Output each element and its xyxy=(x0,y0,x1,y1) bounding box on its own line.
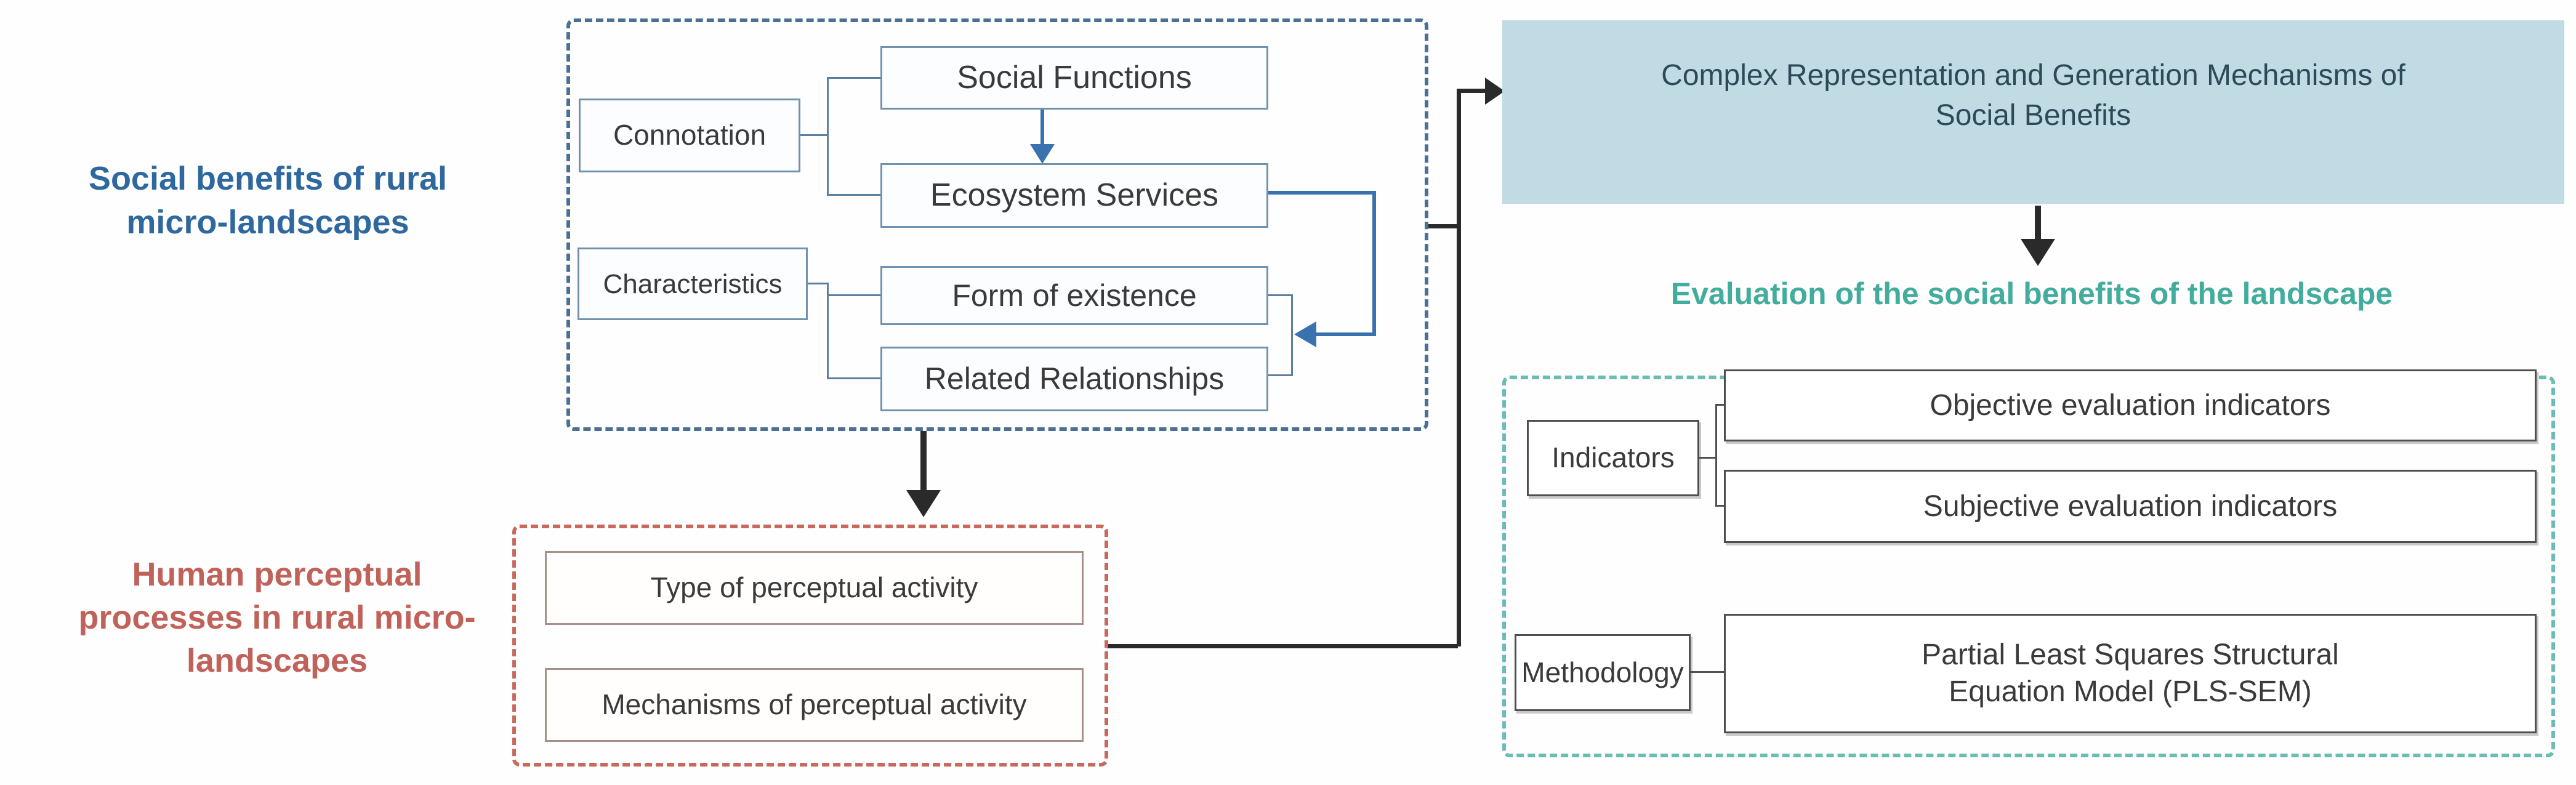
label-evaluation-heading: Evaluation of the social benefits of the… xyxy=(1670,276,2393,311)
connector-characteristics-bracket-vertical xyxy=(827,283,829,379)
connector-to-form-of-existence xyxy=(827,294,880,296)
connotation-box: Connotation xyxy=(579,99,800,172)
connector-to-objective xyxy=(1715,404,1724,406)
connector-ecosystemservices-elbow-vertical xyxy=(1372,191,1376,336)
pls-sem-box: Partial Least Squares Structural Equatio… xyxy=(1724,614,2537,733)
arrow-highlight-to-evaluation-head xyxy=(2021,239,2055,266)
connector-ecosystemservices-elbow-top xyxy=(1268,191,1376,195)
indicators-box: Indicators xyxy=(1527,420,1699,496)
connector-indicators-stub xyxy=(1699,457,1717,459)
connector-connotation-stub xyxy=(800,134,829,136)
label-human-perceptual: Human perceptual processes in rural micr… xyxy=(78,556,476,680)
arrow-bluegroup-to-orangegroup-head xyxy=(906,490,941,517)
connector-to-subjective xyxy=(1715,505,1724,507)
orange-dashed-group-border xyxy=(512,525,1108,767)
type-of-perceptual-activity-box: Type of perceptual activity xyxy=(545,551,1084,625)
methodology-box: Methodology xyxy=(1515,634,1691,711)
complex-representation-box: Complex Representation and Generation Me… xyxy=(1502,20,2564,204)
connector-formofexistence-right-stub xyxy=(1268,294,1293,296)
arrow-highlight-to-evaluation-shaft xyxy=(2035,206,2041,239)
connector-relatedrelationships-right-stub xyxy=(1268,374,1293,376)
arrow-into-highlight-box-head xyxy=(1485,78,1505,105)
arrow-socialfunctions-to-ecosystemservices-shaft xyxy=(1040,110,1044,145)
ecosystem-services-box: Ecosystem Services xyxy=(880,163,1268,228)
arrow-into-form-related-junction-head xyxy=(1294,321,1316,347)
related-relationships-box: Related Relationships xyxy=(880,347,1268,411)
connector-orangegroup-to-trunk xyxy=(1107,644,1458,648)
form-of-existence-box: Form of existence xyxy=(880,266,1268,325)
connector-to-social-functions xyxy=(827,77,880,79)
connector-bluegroup-to-trunk xyxy=(1428,224,1458,228)
connector-black-trunk-vertical xyxy=(1457,89,1461,646)
connector-methodology-to-pls xyxy=(1691,671,1724,673)
connector-form-related-bracket-vertical xyxy=(1291,294,1293,376)
connector-indicators-bracket-vertical xyxy=(1715,405,1717,507)
arrow-bluegroup-to-orangegroup-shaft xyxy=(920,431,927,490)
connector-characteristics-stub xyxy=(808,283,828,284)
connector-ecosystemservices-elbow-bottom xyxy=(1316,332,1375,336)
characteristics-box: Characteristics xyxy=(578,248,808,320)
blue-dashed-group-border xyxy=(566,18,1428,431)
connector-to-related-relationships xyxy=(827,377,880,379)
social-functions-box: Social Functions xyxy=(880,46,1268,110)
connector-connotation-bracket-vertical xyxy=(827,77,829,196)
connector-to-ecosystem-services xyxy=(827,194,880,196)
mechanisms-of-perceptual-activity-box: Mechanisms of perceptual activity xyxy=(545,668,1084,742)
label-social-benefits: Social benefits of rural micro-landscape… xyxy=(88,160,448,241)
objective-indicators-box: Objective evaluation indicators xyxy=(1724,369,2537,441)
arrow-socialfunctions-to-ecosystemservices-head xyxy=(1030,144,1055,164)
subjective-indicators-box: Subjective evaluation indicators xyxy=(1724,470,2537,543)
connector-trunk-to-highlight-shaft xyxy=(1457,89,1487,93)
